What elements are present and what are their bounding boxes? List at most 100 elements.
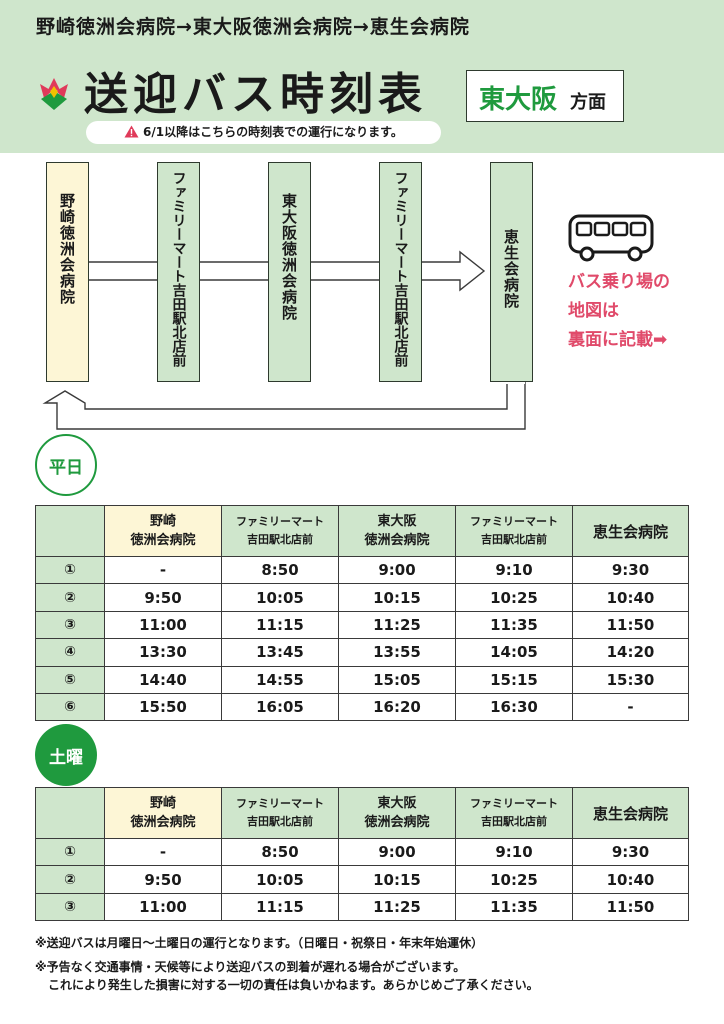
stop-higashiosaka-tokushukai: 東大阪徳洲会病院 (268, 162, 311, 382)
stop-nozaki-tokushukai: 野崎徳洲会病院 (46, 162, 89, 382)
trip-number: ② (35, 583, 105, 612)
stop-label: 野崎徳洲会病院 (58, 193, 76, 305)
time-cell: 11:25 (338, 892, 456, 922)
time-cell: 14:05 (455, 638, 573, 667)
time-cell: 16:05 (221, 692, 339, 722)
column-header-higashiosaka: 東大阪徳洲会病院 (338, 505, 456, 557)
time-cell: 14:20 (572, 638, 689, 667)
time-cell: 9:00 (338, 837, 456, 867)
route-summary: 野崎徳洲会病院→東大阪徳洲会病院→恵生会病院 (36, 16, 470, 38)
time-cell: 10:05 (221, 865, 339, 894)
trip-number: ⑤ (35, 665, 105, 694)
header-banner: 野崎徳洲会病院→東大阪徳洲会病院→恵生会病院 送迎バス時刻表 東大阪 方面 6/… (0, 0, 724, 153)
table-row: ⑤ 14:40 14:55 15:05 15:15 15:30 (35, 665, 689, 694)
footnote-delay-warning: ※予告なく交通事情・天候等により送迎バスの到着が遅れる場合がございます。 (35, 960, 466, 974)
table-row: ② 9:50 10:05 10:15 10:25 10:40 (35, 583, 689, 612)
page-title: 送迎バス時刻表 (84, 69, 427, 120)
column-header-nozaki: 野崎徳洲会病院 (104, 787, 222, 839)
table-row: ① - 8:50 9:00 9:10 9:30 (35, 555, 689, 585)
column-header-familymart-2: ファミリーマート吉田駅北店前 (455, 787, 573, 839)
time-cell: 10:25 (455, 583, 573, 612)
table-row: ③ 11:00 11:15 11:25 11:35 11:50 (35, 892, 689, 922)
column-header-keiseikai: 恵生会病院 (572, 505, 689, 557)
time-cell: 8:50 (221, 837, 339, 867)
trip-number: ① (35, 837, 105, 867)
time-cell: 11:25 (338, 610, 456, 640)
column-header-familymart-1: ファミリーマート吉田駅北店前 (221, 505, 339, 557)
weekday-timetable: 野崎徳洲会病院 ファミリーマート吉田駅北店前 東大阪徳洲会病院 ファミリーマート… (35, 505, 689, 722)
trip-number: ⑥ (35, 692, 105, 722)
warning-icon (124, 125, 139, 138)
time-cell: 9:50 (104, 583, 222, 612)
time-cell: 10:05 (221, 583, 339, 612)
time-cell: 16:30 (455, 692, 573, 722)
time-cell: 13:55 (338, 638, 456, 667)
header-blank-cell (35, 787, 105, 839)
direction-suffix: 方面 (570, 92, 606, 113)
map-note-line: 地図は (568, 301, 619, 321)
timetable-header-row: 野崎徳洲会病院 ファミリーマート吉田駅北店前 東大阪徳洲会病院 ファミリーマート… (35, 505, 689, 557)
table-row: ③ 11:00 11:15 11:25 11:35 11:50 (35, 610, 689, 640)
column-header-familymart-1: ファミリーマート吉田駅北店前 (221, 787, 339, 839)
time-cell: 10:25 (455, 865, 573, 894)
saturday-badge: 土曜 (35, 724, 97, 786)
time-cell: 15:05 (338, 665, 456, 694)
time-cell: 14:40 (104, 665, 222, 694)
schedule-notice: 6/1以降はこちらの時刻表での運行になります。 (86, 121, 441, 144)
stop-familymart-yoshida-1: ファミリーマート吉田駅北店前 (157, 162, 200, 382)
table-row: ⑥ 15:50 16:05 16:20 16:30 - (35, 692, 689, 722)
time-cell: - (572, 692, 689, 722)
boarding-map-note: バス乗り場の 地図は 裏面に記載➡ (568, 268, 670, 355)
stop-label: 東大阪徳洲会病院 (280, 193, 298, 321)
time-cell: 11:35 (455, 892, 573, 922)
stop-keiseikai: 恵生会病院 (490, 162, 533, 382)
time-cell: 9:10 (455, 555, 573, 585)
table-row: ④ 13:30 13:45 13:55 14:05 14:20 (35, 638, 689, 667)
time-cell: 15:15 (455, 665, 573, 694)
notice-text: 6/1以降はこちらの時刻表での運行になります。 (143, 125, 403, 139)
saturday-timetable: 野崎徳洲会病院 ファミリーマート吉田駅北店前 東大阪徳洲会病院 ファミリーマート… (35, 787, 689, 922)
time-cell: 11:35 (455, 610, 573, 640)
column-header-higashiosaka: 東大阪徳洲会病院 (338, 787, 456, 839)
time-cell: 10:40 (572, 865, 689, 894)
stop-label: 恵生会病院 (502, 229, 520, 309)
table-row: ② 9:50 10:05 10:15 10:25 10:40 (35, 865, 689, 894)
table-row: ① - 8:50 9:00 9:10 9:30 (35, 837, 689, 867)
column-header-keiseikai: 恵生会病院 (572, 787, 689, 839)
trip-number: ④ (35, 638, 105, 667)
trip-number: ② (35, 865, 105, 894)
footnote-liability: これにより発生した損害に対する一切の責任は負いかねます。あらかじめご了承ください… (48, 978, 539, 992)
time-cell: 16:20 (338, 692, 456, 722)
stop-familymart-yoshida-2: ファミリーマート吉田駅北店前 (379, 162, 422, 382)
header-blank-cell (35, 505, 105, 557)
time-cell: 14:55 (221, 665, 339, 694)
time-cell: 13:30 (104, 638, 222, 667)
timetable-header-row: 野崎徳洲会病院 ファミリーマート吉田駅北店前 東大阪徳洲会病院 ファミリーマート… (35, 787, 689, 839)
time-cell: 13:45 (221, 638, 339, 667)
hospital-logo-icon (40, 78, 68, 110)
time-cell: 11:00 (104, 892, 222, 922)
time-cell: 9:30 (572, 555, 689, 585)
column-header-familymart-2: ファミリーマート吉田駅北店前 (455, 505, 573, 557)
stop-label: ファミリーマート吉田駅北店前 (170, 171, 187, 367)
time-cell: 8:50 (221, 555, 339, 585)
map-note-line: 裏面に記載➡ (568, 330, 668, 350)
time-cell: 9:50 (104, 865, 222, 894)
time-cell: 11:15 (221, 610, 339, 640)
time-cell: 15:50 (104, 692, 222, 722)
time-cell: 10:40 (572, 583, 689, 612)
trip-number: ③ (35, 892, 105, 922)
time-cell: - (104, 837, 222, 867)
return-route-arrow (42, 381, 526, 430)
time-cell: 11:50 (572, 610, 689, 640)
direction-main: 東大阪 (479, 85, 558, 115)
time-cell: 10:15 (338, 583, 456, 612)
column-header-nozaki: 野崎徳洲会病院 (104, 505, 222, 557)
trip-number: ③ (35, 610, 105, 640)
time-cell: - (104, 555, 222, 585)
time-cell: 11:00 (104, 610, 222, 640)
time-cell: 11:50 (572, 892, 689, 922)
trip-number: ① (35, 555, 105, 585)
map-note-line: バス乗り場の (568, 272, 670, 292)
footnote-operating-days: ※送迎バスは月曜日～土曜日の運行となります。（日曜日・祝祭日・年末年始運休） (35, 936, 484, 950)
